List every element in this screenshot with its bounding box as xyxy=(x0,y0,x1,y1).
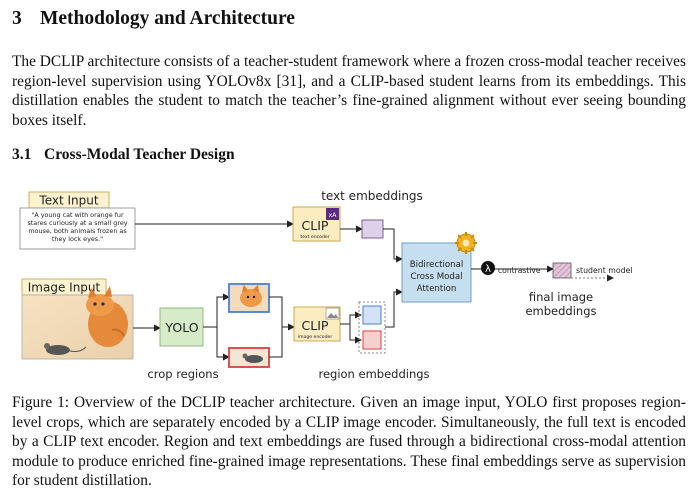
lambda-icon xyxy=(481,261,495,275)
text-input-line-3: mouse, both animals frozen as xyxy=(28,227,127,235)
region-embeddings-group xyxy=(358,301,386,354)
cat-mouse-photo xyxy=(21,286,134,360)
region-embeddings-label: region embeddings xyxy=(318,367,429,381)
contrastive-label: contrastive xyxy=(498,266,541,275)
figure-caption: Figure 1: Overview of the DCLIP teacher … xyxy=(12,394,686,490)
final-embeddings-line-2: embeddings xyxy=(525,304,596,318)
subsection-number: 3.1 xyxy=(12,146,32,163)
yolo-label: YOLO xyxy=(164,320,198,335)
text-encoder-label: text encoder xyxy=(300,234,329,240)
clip-text-label: CLIP xyxy=(302,218,329,233)
final-embeddings-line-1: final image xyxy=(529,290,593,304)
attention-line-1: Bidirectional xyxy=(410,260,464,270)
clip-text-encoder xyxy=(292,206,341,242)
text-input-label: Text Input xyxy=(38,194,98,208)
region-embedding-mouse xyxy=(362,330,382,350)
section-number: 3 xyxy=(12,8,22,29)
mouse-crop-image xyxy=(228,347,270,368)
text-input-line-1: "A young cat with orange fur xyxy=(31,211,124,219)
clip-image-encoder xyxy=(293,306,341,342)
gear-icon xyxy=(455,232,477,254)
clip-image-label: CLIP xyxy=(302,318,329,333)
subsection-title: Cross-Modal Teacher Design xyxy=(44,146,235,163)
student-model-label: student model xyxy=(576,266,633,275)
text-input-line-2: stares curiously at a small grey xyxy=(27,219,127,227)
text-embedding-vector xyxy=(361,219,384,239)
final-embedding-vector xyxy=(552,262,572,279)
subsection-heading: 3.1 Cross-Modal Teacher Design xyxy=(12,146,235,164)
text-input-box xyxy=(19,207,136,250)
architecture-figure: Text Input "A young cat with orange fur … xyxy=(19,189,633,381)
translate-icon xyxy=(326,208,339,220)
yolo-box xyxy=(159,307,204,347)
cross-modal-attention-module xyxy=(401,242,472,303)
section-title: Methodology and Architecture xyxy=(40,8,295,29)
image-icon xyxy=(325,307,340,320)
crop-regions-label: crop regions xyxy=(147,367,218,381)
cat-crop-image xyxy=(228,283,270,313)
lambda-symbol: λ xyxy=(485,264,491,275)
section-heading: 3 Methodology and Architecture xyxy=(12,8,295,30)
attention-line-2: Cross Modal xyxy=(410,272,462,282)
attention-line-3: Attention xyxy=(417,284,457,294)
image-encoder-label: image encoder xyxy=(298,334,333,340)
text-embeddings-label: text embeddings xyxy=(321,189,423,203)
text-input-line-4: they lock eyes." xyxy=(52,235,103,243)
translate-badge: xA xyxy=(329,212,338,219)
region-embedding-cat xyxy=(362,305,382,325)
intro-paragraph: The DCLIP architecture consists of a tea… xyxy=(12,53,686,129)
image-input-label: Image Input xyxy=(28,281,101,295)
